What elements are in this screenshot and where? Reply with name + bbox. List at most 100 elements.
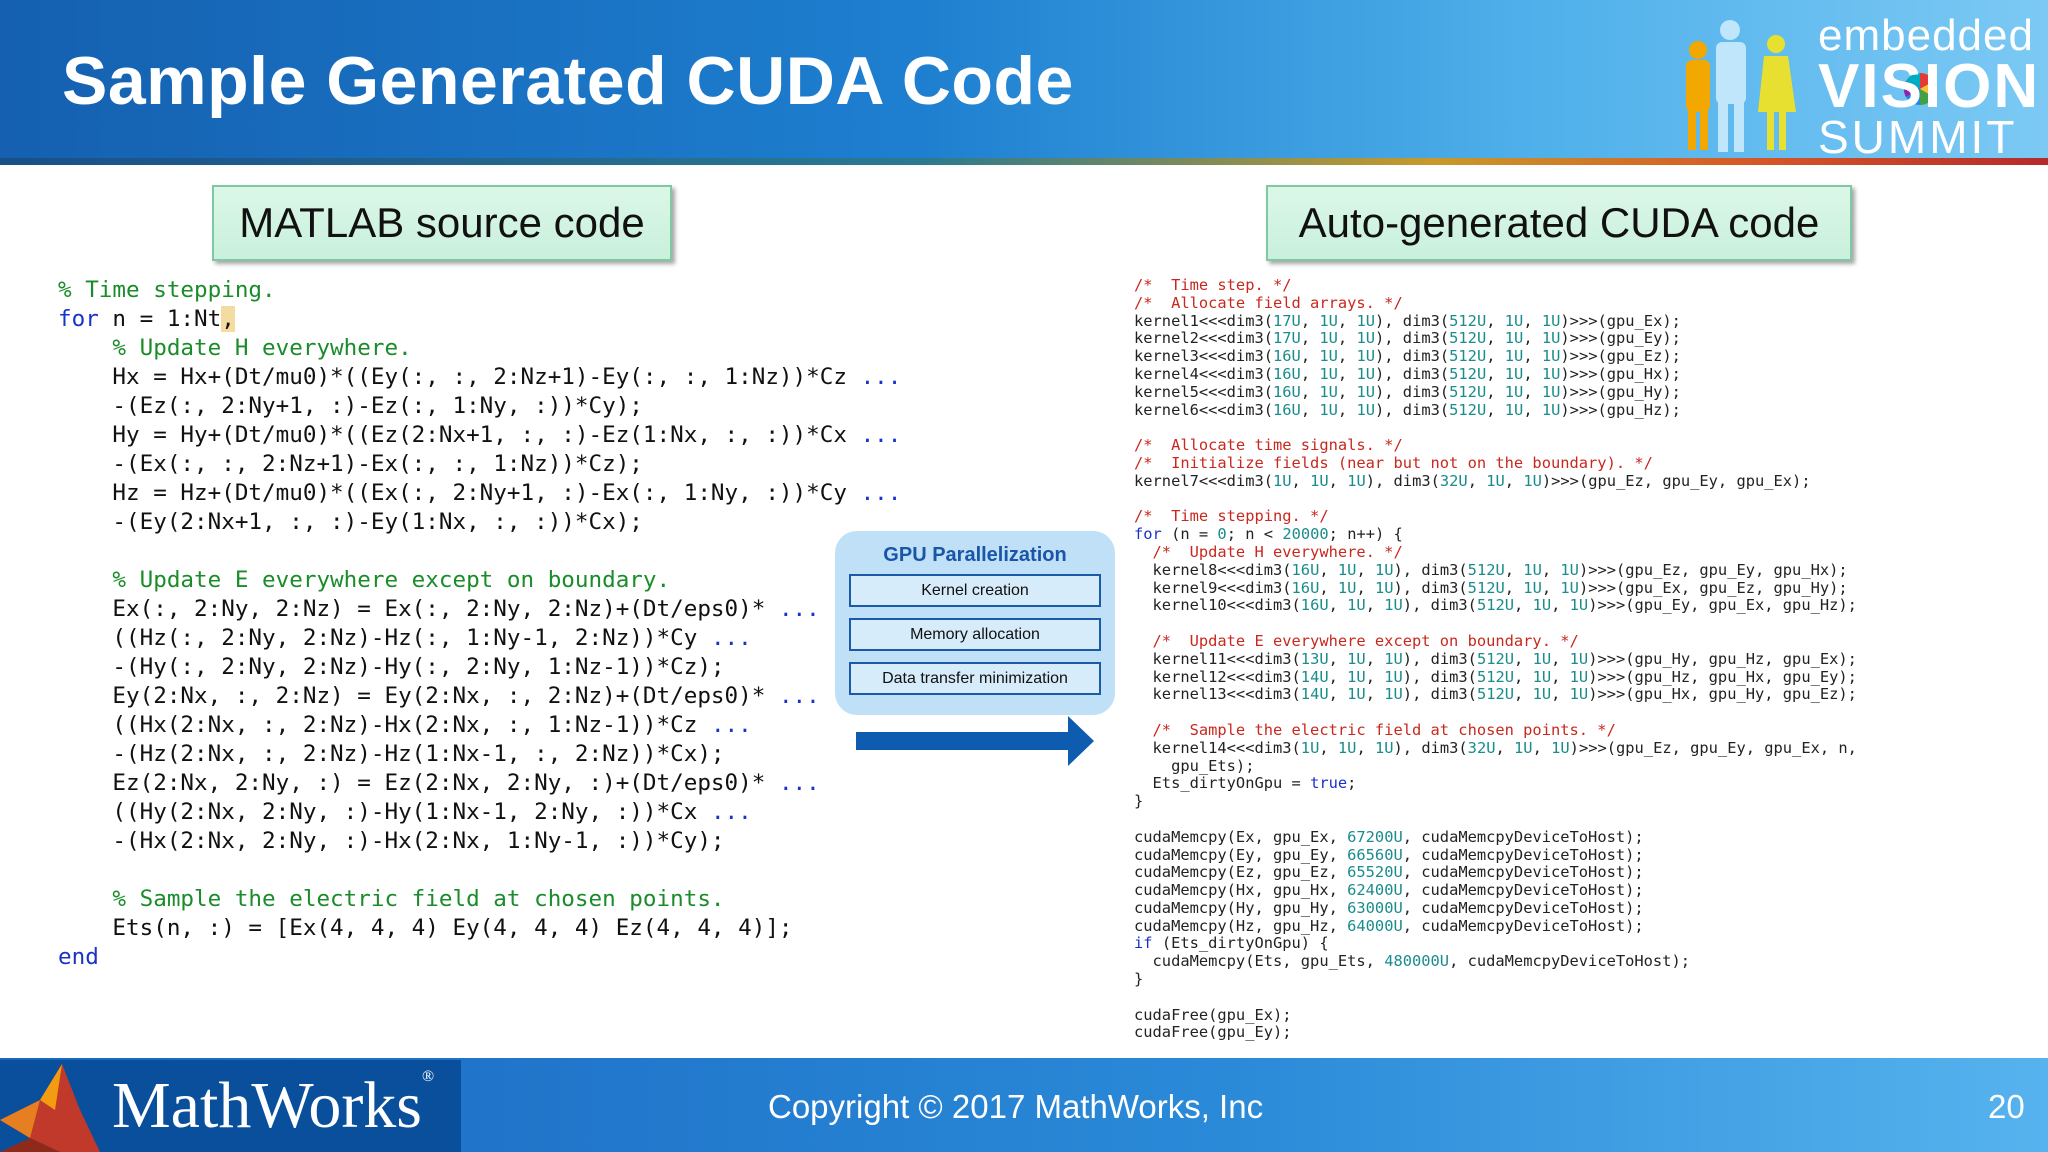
code-token: , — [1551, 596, 1570, 615]
code-token: )>>>(gpu_Ez, gpu_Ey, gpu_Hx); — [1578, 560, 1848, 579]
code-token: ), dim3( — [1402, 649, 1477, 668]
code-token: 1U — [1486, 471, 1505, 490]
matlab-code-line: Ex(:, 2:Ny, 2:Nz) = Ex(:, 2:Ny, 2:Nz)+(D… — [58, 595, 888, 624]
code-token: , — [1337, 347, 1357, 366]
code-token: 1U — [1300, 738, 1320, 757]
mathworks-name: MathWorks — [112, 1069, 422, 1142]
code-token: -(Ey(2:Nx+1, :, :)-Ey(1:Nx, :, :))*Cx); — [58, 509, 643, 535]
code-token: 1U — [1319, 347, 1338, 366]
code-token: , — [1328, 667, 1348, 686]
code-token: Hz = Hz+(Dt/mu0)*((Ex(:, 2:Ny+1, :)-Ex(:… — [58, 480, 861, 506]
code-token: , — [1551, 649, 1570, 668]
code-token: ((Hy(2:Nx, 2:Ny, :)-Hy(1:Nx-1, 2:Ny, :))… — [58, 799, 711, 825]
code-token: ; n < — [1226, 525, 1283, 544]
matlab-code-line: Ey(2:Nx, :, 2:Nz) = Ey(2:Nx, :, 2:Nz)+(D… — [58, 682, 888, 711]
memory-allocation-box: Memory allocation — [849, 618, 1101, 651]
code-token: , — [1365, 667, 1385, 686]
code-token: cudaMemcpy(Hy, gpu_Hy, — [1134, 898, 1348, 917]
code-token: 1U — [1319, 329, 1338, 348]
code-token: ; — [1347, 774, 1357, 793]
cuda-code-line: kernel8<<<dim3(16U, 1U, 1U), dim3(512U, … — [1134, 560, 2014, 580]
code-token: 1U — [1523, 578, 1542, 597]
code-token: 1U — [1319, 311, 1338, 330]
matlab-code-line: Ez(2:Nx, 2:Ny, :) = Ez(2:Nx, 2:Ny, :)+(D… — [58, 769, 888, 798]
code-token: )>>>(gpu_Ex); — [1560, 311, 1681, 330]
code-token: 1U — [1532, 649, 1552, 668]
matlab-code-line: ((Hz(:, 2:Ny, 2:Nz)-Hz(:, 1:Ny-1, 2:Nz))… — [58, 624, 888, 653]
code-token: 1U — [1356, 400, 1375, 419]
code-token: , — [1300, 329, 1320, 348]
code-token: , — [1319, 738, 1338, 757]
cuda-code-line — [1134, 811, 2014, 829]
code-token: ), dim3( — [1393, 578, 1468, 597]
code-token: 64000U — [1347, 916, 1403, 935]
cuda-code-line: /* Allocate time signals. */ — [1134, 436, 2014, 455]
code-token: cudaMemcpy(Ex, gpu_Ex, — [1134, 827, 1348, 846]
code-token: Hy = Hy+(Dt/mu0)*((Ez(2:Nx+1, :, :)-Ez(1… — [58, 422, 861, 448]
cuda-code-line: /* Update E everywhere except on boundar… — [1134, 632, 2014, 651]
right-arrow-icon — [856, 716, 1094, 766]
page-number: 20 — [1988, 1088, 2025, 1125]
cuda-code-line: kernel5<<<dim3(16U, 1U, 1U), dim3(512U, … — [1134, 382, 2014, 402]
event-logo-text: embedded VISION SUMMIT — [1818, 14, 2040, 161]
code-token: 1U — [1504, 329, 1524, 348]
cuda-code-line: kernel12<<<dim3(14U, 1U, 1U), dim3(512U,… — [1134, 667, 2014, 687]
code-token: 512U — [1476, 685, 1515, 704]
code-token: ((Hz(:, 2:Ny, 2:Nz)-Hz(:, 1:Ny-1, 2:Nz))… — [58, 625, 711, 651]
code-token: 1U — [1356, 382, 1375, 401]
code-token: 32U — [1467, 738, 1496, 757]
code-token: /* Initialize fields (near but not on th… — [1134, 453, 1653, 472]
code-token: , cudaMemcpyDeviceToHost); — [1402, 898, 1644, 917]
matlab-code-line: ((Hy(2:Nx, 2:Ny, :)-Hy(1:Nx-1, 2:Ny, :))… — [58, 798, 888, 827]
gpu-parallelization-panel: GPU Parallelization Kernel creation Memo… — [835, 531, 1115, 715]
code-token: , — [1514, 667, 1533, 686]
cuda-code-line: kernel6<<<dim3(16U, 1U, 1U), dim3(512U, … — [1134, 400, 2014, 420]
matlab-code-line: ((Hx(2:Nx, :, 2:Nz)-Hx(2:Nx, :, 1:Nz-1))… — [58, 711, 888, 740]
code-token: , — [1486, 382, 1505, 401]
cuda-code-line: kernel13<<<dim3(14U, 1U, 1U), dim3(512U,… — [1134, 685, 2014, 704]
code-token: 1U — [1374, 578, 1394, 597]
code-token: 512U — [1476, 649, 1515, 668]
cuda-code-line: /* Time step. */ — [1134, 276, 2014, 295]
code-token: )>>>(gpu_Hy); — [1560, 382, 1681, 401]
cuda-code-line: /* Update H everywhere. */ — [1134, 543, 2014, 562]
code-token: , — [1495, 738, 1515, 757]
code-token: ), dim3( — [1375, 364, 1450, 383]
code-token: ), dim3( — [1402, 685, 1477, 704]
code-token: n = 1:Nt — [98, 306, 222, 332]
code-token: )>>>(gpu_Ez, gpu_Ey, gpu_Ex, n, — [1569, 738, 1857, 757]
color-wheel-icon — [1903, 72, 1937, 106]
code-token: 1U — [1347, 596, 1366, 615]
cuda-code-line — [1134, 704, 2014, 722]
matlab-code-listing: % Time stepping.for n = 1:Nt, % Update H… — [58, 276, 901, 972]
cuda-code-line: cudaMemcpy(Ets, gpu_Ets, 480000U, cudaMe… — [1134, 952, 2014, 971]
code-token: ... — [778, 683, 820, 709]
code-token: 1U — [1356, 364, 1375, 383]
code-token: ; n++) { — [1328, 525, 1403, 544]
code-token: , cudaMemcpyDeviceToHost); — [1449, 952, 1690, 971]
code-token: ), dim3( — [1393, 560, 1468, 579]
code-token: , — [1523, 347, 1542, 366]
code-token: end — [58, 944, 99, 970]
code-token: , — [1300, 400, 1320, 419]
cuda-code-line: cudaMemcpy(Hy, gpu_Hy, 63000U, cudaMemcp… — [1134, 898, 2014, 918]
code-token: 1U — [1541, 382, 1561, 401]
code-token: )>>>(gpu_Hx, gpu_Hy, gpu_Ez); — [1588, 685, 1857, 704]
code-token: 1U — [1347, 649, 1366, 668]
code-token: )>>>(gpu_Ez); — [1560, 347, 1681, 366]
code-token: kernel6<<<dim3( — [1134, 400, 1273, 419]
matlab-code-line: % Time stepping. — [58, 276, 888, 305]
code-token: 1U — [1504, 382, 1524, 401]
code-token: 16U — [1291, 560, 1320, 579]
code-token: 1U — [1504, 364, 1524, 383]
matlab-code-line: % Sample the electric field at chosen po… — [58, 885, 888, 914]
cuda-code-line: kernel1<<<dim3(17U, 1U, 1U), dim3(512U, … — [1134, 311, 2014, 331]
code-token: , — [1551, 667, 1570, 686]
matlab-code-line: Ets(n, :) = [Ex(4, 4, 4) Ey(4, 4, 4) Ez(… — [58, 914, 888, 943]
code-token: , — [1523, 311, 1542, 330]
code-token: 1U — [1541, 400, 1561, 419]
code-token: )>>>(gpu_Ex, gpu_Ez, gpu_Hy); — [1578, 578, 1848, 597]
code-token: (n = — [1161, 525, 1218, 544]
matlab-code-line — [58, 856, 888, 885]
code-token: 63000U — [1347, 898, 1403, 917]
